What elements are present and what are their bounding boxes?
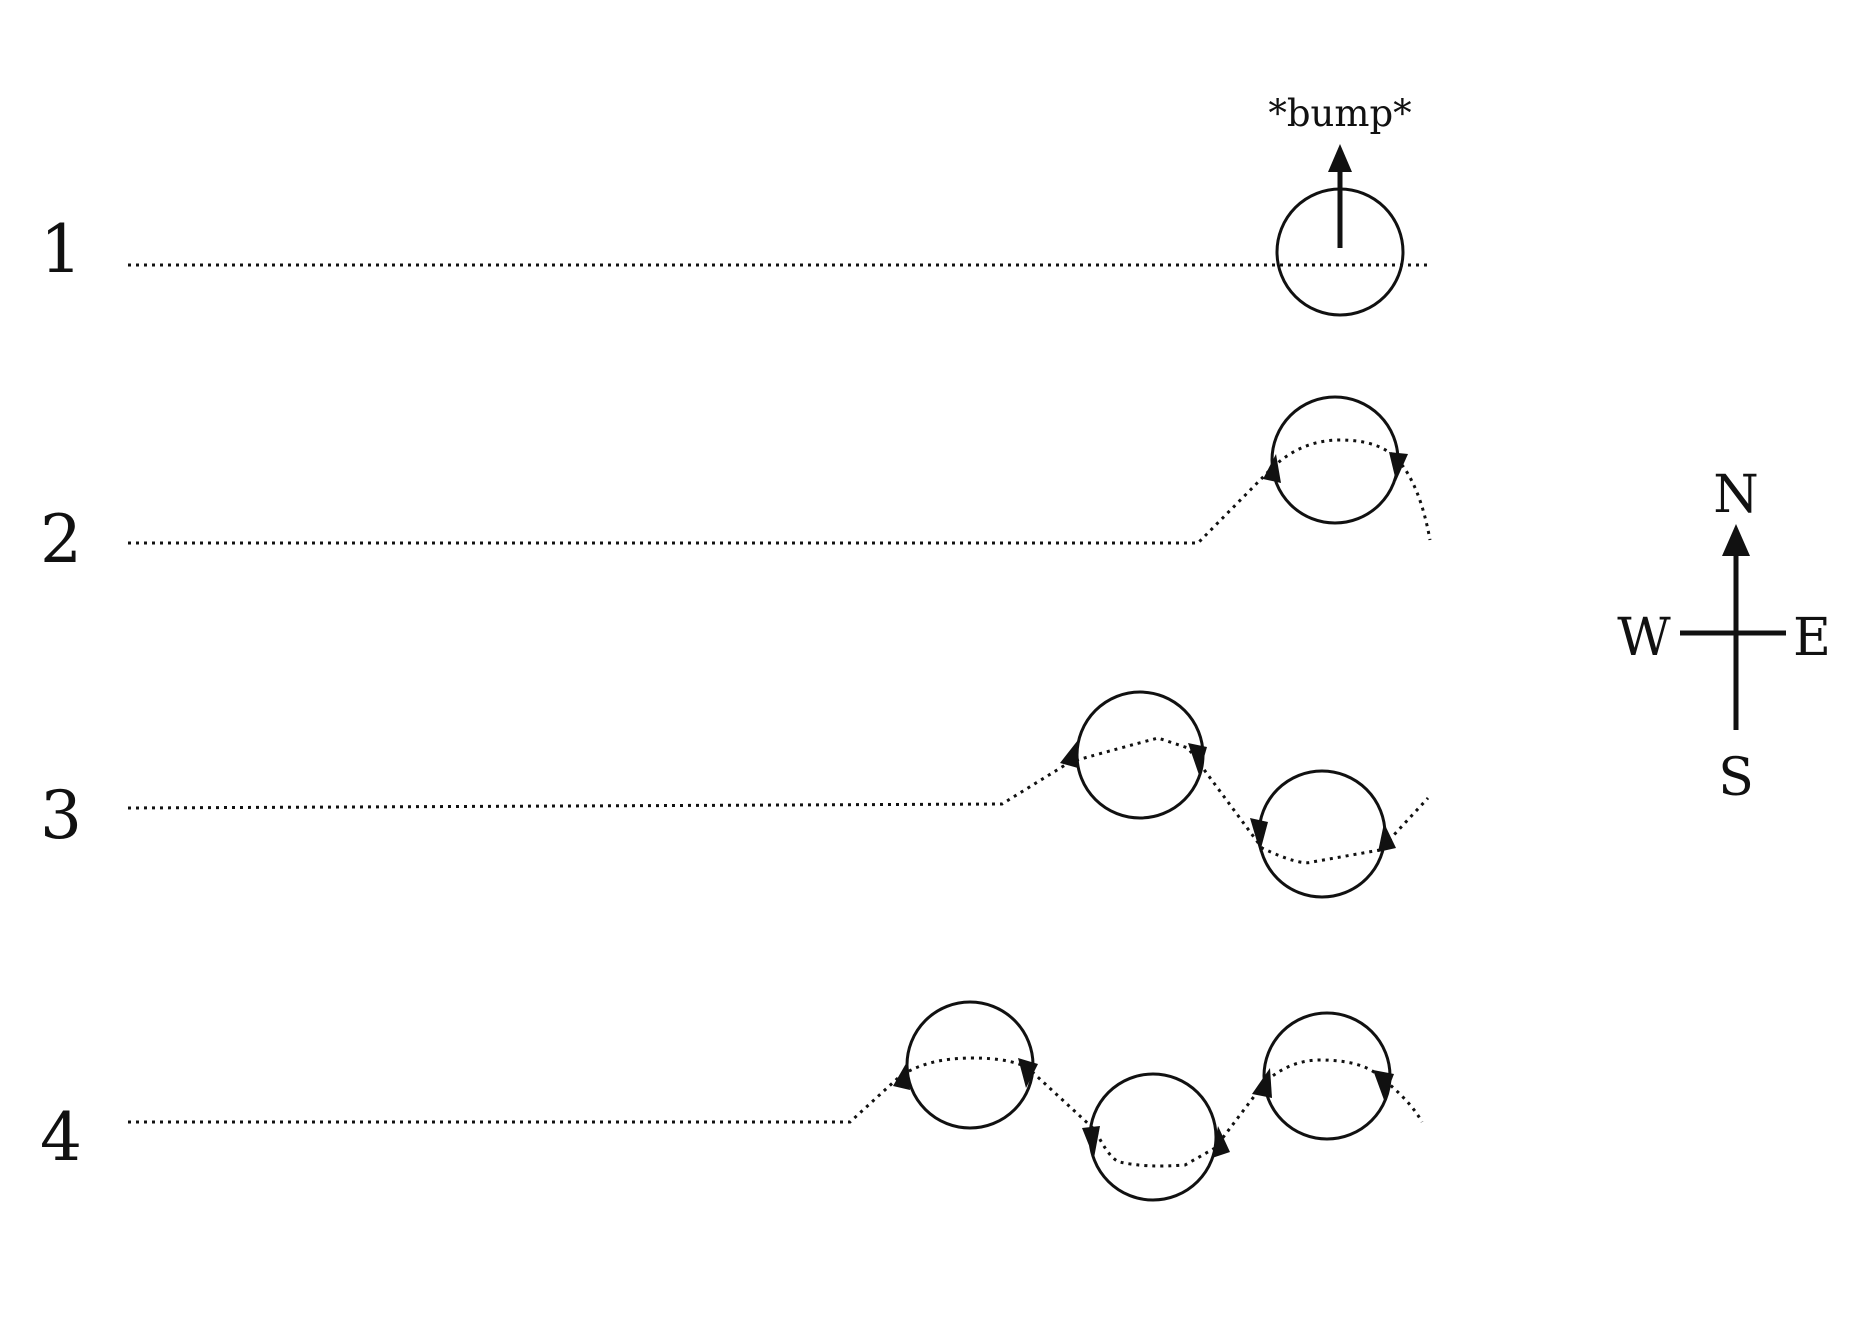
row-2-circle <box>1270 395 1400 525</box>
row-4-trail <box>128 1056 1424 1168</box>
row-3-circle-1 <box>1075 690 1205 820</box>
row-number-3: 3 <box>40 777 82 854</box>
compass-north-arrow-icon <box>1722 524 1750 556</box>
row-4-diagram <box>128 1000 1424 1202</box>
compass-north-label: N <box>1713 465 1759 525</box>
compass-west-label: W <box>1617 608 1671 668</box>
row-1-diagram: *bump* <box>128 92 1430 317</box>
row-3-circle-2-arrow-east-icon <box>1378 823 1396 852</box>
row-4-circle-3-arrow-east-icon <box>1373 1070 1394 1100</box>
row-4-circle-2-arrow-west-icon <box>1082 1126 1100 1158</box>
row-4-circle-2 <box>1088 1072 1218 1202</box>
row-4-circle-2-arrow-east-icon <box>1212 1126 1230 1158</box>
row-4-circle-3-arrow-west-icon <box>1252 1068 1272 1098</box>
row-4-circle-3 <box>1262 1011 1392 1141</box>
row-3-diagram <box>127 690 1430 899</box>
row-4-circle-1-arrow-west-icon <box>893 1060 910 1090</box>
row-2-arrow-west-icon <box>1263 454 1281 483</box>
row-4-circle-1-arrow-east-icon <box>1018 1058 1038 1088</box>
row-3-circle-2-arrow-west-icon <box>1250 818 1268 852</box>
bump-label: *bump* <box>1268 92 1411 135</box>
compass-east-label: E <box>1793 608 1831 668</box>
row-number-1: 1 <box>40 211 82 288</box>
row-number-2: 2 <box>40 501 82 578</box>
row-number-4: 4 <box>40 1099 82 1176</box>
row-3-circle-1-arrow-east-icon <box>1188 743 1207 775</box>
bump-arrow-head-icon <box>1328 144 1352 172</box>
row-3-trail <box>127 736 1430 865</box>
row-2-trail <box>128 438 1432 545</box>
row-2-diagram <box>128 395 1432 545</box>
compass-south-label: S <box>1718 748 1754 808</box>
row-3-circle-2 <box>1257 769 1387 899</box>
row-3-circle-1-arrow-west-icon <box>1060 740 1078 768</box>
compass-rose: N S W E <box>1617 465 1831 808</box>
row-2-arrow-east-icon <box>1389 452 1408 481</box>
